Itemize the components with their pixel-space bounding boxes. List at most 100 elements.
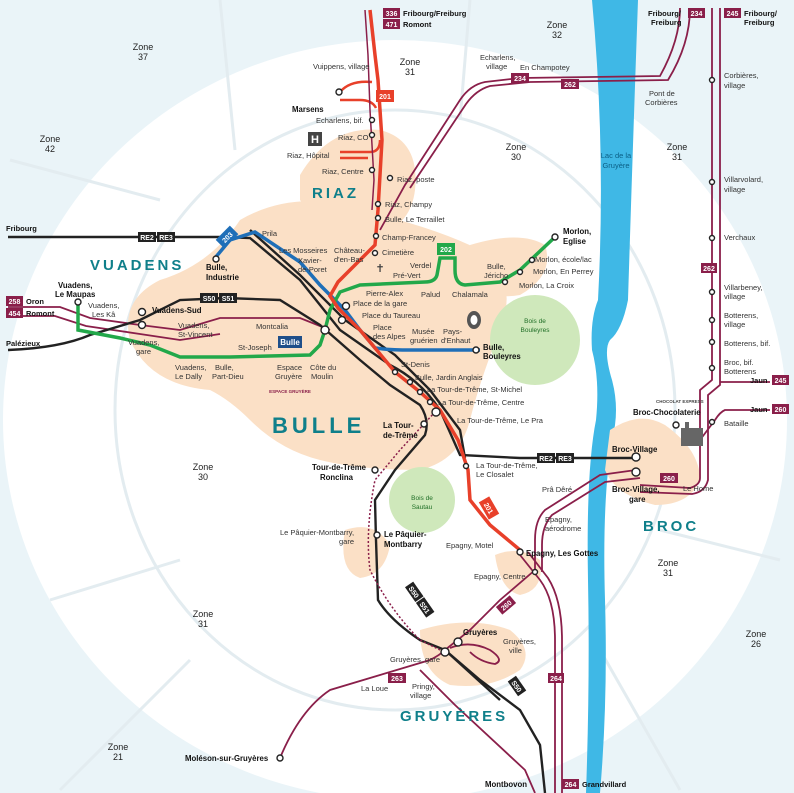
badge-260-broc[interactable] (660, 473, 678, 483)
label-st-joseph[interactable]: St-Joseph (238, 343, 272, 352)
badge-202[interactable] (437, 243, 455, 255)
badge-re3-west[interactable] (157, 232, 175, 242)
terminal-fribourg-234-b[interactable]: Freiburg (651, 18, 682, 27)
station-dot-riaz-poste[interactable] (386, 174, 394, 182)
label-broc-chocolaterie[interactable]: Broc-Chocolaterie (633, 408, 701, 417)
badge-454[interactable] (6, 308, 23, 318)
label-riaz-co[interactable]: Riaz, CO (338, 133, 369, 142)
label-pre-vert[interactable]: Pré-Vert (393, 271, 421, 280)
label-paquier-b[interactable]: Montbarry (384, 540, 423, 549)
label-pra-dere[interactable]: Prâ Dêré (542, 485, 572, 494)
label-morlon-ecole[interactable]: Morlon, école/lac (535, 255, 592, 264)
label-morlon-perrey[interactable]: Morlon, En Perrey (533, 267, 594, 276)
badge-264-mid[interactable] (548, 673, 564, 683)
label-chateau-bas-a[interactable]: Château- (334, 246, 365, 255)
label-xavier-poret-a[interactable]: Xavier- (298, 256, 322, 265)
bulle-hub-box[interactable] (278, 336, 302, 348)
label-gruyeres-ville-a[interactable]: Gruyères, (503, 637, 536, 646)
label-gruyeres-ville-b[interactable]: ville (509, 646, 522, 655)
label-ttr-centre[interactable]: La Tour-de-Trême, Centre (438, 398, 524, 407)
label-champ-francey[interactable]: Champ-Francey (382, 233, 436, 242)
label-pringy-b[interactable]: village (410, 691, 431, 700)
station-dot-botterens-bif[interactable] (708, 338, 716, 346)
station-dot-gruyeres-gare[interactable] (440, 647, 450, 657)
label-cote-moulin-b[interactable]: Moulin (311, 372, 333, 381)
badge-234-mid[interactable] (511, 73, 529, 83)
label-bulle-bouleyres-b[interactable]: Bouleyres (483, 352, 521, 361)
label-bulle-jericho-a[interactable]: Bulle, (487, 262, 506, 271)
label-villarvolard-a[interactable]: Villarvolard, (724, 175, 763, 184)
station-dot-morlon-eglise[interactable] (551, 233, 559, 241)
terminal-fribourg-245-b[interactable]: Freiburg (744, 18, 775, 27)
station-dot-paquier[interactable] (373, 531, 381, 539)
badge-s50-s51-south[interactable]: S50 S51 (405, 581, 435, 618)
label-corbieres-b[interactable]: village (724, 81, 745, 90)
station-dot-riaz-centre[interactable] (368, 166, 376, 174)
station-dot-vuadens-maupas[interactable] (74, 298, 82, 306)
label-vuadens-stvincent-b[interactable]: St-Vincent (178, 330, 213, 339)
label-vuadens-sud[interactable]: Vuadens-Sud (152, 306, 202, 315)
label-espace-gruyere-b[interactable]: Gruyère (275, 372, 302, 381)
terminal-romont-left[interactable]: Romont (26, 309, 55, 318)
station-dot-ttr-centre[interactable] (426, 398, 434, 406)
label-villarbeney-b[interactable]: village (724, 292, 745, 301)
label-st-denis[interactable]: St-Denis (401, 360, 430, 369)
label-botterens-bif[interactable]: Botterens, bif. (724, 339, 770, 348)
terminal-jaun-260[interactable]: Jaun (750, 405, 768, 414)
label-ttr-pra[interactable]: La Tour-de-Trême, Le Pra (457, 416, 544, 425)
terminal-oron[interactable]: Oron (26, 297, 44, 306)
label-ttr-closalet-a[interactable]: La Tour-de-Trême, (476, 461, 538, 470)
label-epagny-centre[interactable]: Epagny, Centre (474, 572, 526, 581)
label-epagny-motel[interactable]: Epagny, Motel (446, 541, 494, 550)
station-dot-bulle-industrie[interactable] (212, 255, 220, 263)
label-paquier-a[interactable]: Le Pâquier- (384, 530, 427, 539)
label-pringy-a[interactable]: Pringy, (412, 682, 435, 691)
label-le-home[interactable]: Le Home (683, 484, 713, 493)
label-vuadens-gare-a[interactable]: Vuadens, (128, 338, 159, 347)
station-dot-place-gare[interactable] (341, 301, 351, 311)
badge-re3-east[interactable] (556, 453, 574, 463)
station-dot-epagny-centre[interactable] (531, 568, 539, 576)
label-riaz-champy[interactable]: Riaz, Champy (385, 200, 432, 209)
station-dot-riaz-champy[interactable] (374, 200, 382, 208)
station-dot-terraillet[interactable] (374, 214, 382, 222)
station-dot-broc-bif[interactable] (708, 364, 716, 372)
station-dot-vuadens-sud[interactable] (137, 307, 147, 317)
badge-260-jaun[interactable] (772, 404, 789, 414)
label-ttr-b[interactable]: de-Trême (383, 431, 418, 440)
station-dot-place-taureau[interactable] (337, 315, 347, 325)
label-gruyeres[interactable]: Gruyères (463, 628, 498, 637)
label-moleson[interactable]: Moléson-sur-Gruyères (185, 754, 269, 763)
station-dot-st-denis[interactable] (391, 368, 399, 376)
label-montcalia[interactable]: Montcalia (256, 322, 289, 331)
label-epagny-aero-a[interactable]: Epagny, (545, 515, 572, 524)
label-broc-village-gare-a[interactable]: Broc-Village, (612, 485, 660, 494)
station-dot-corbieres[interactable] (708, 76, 716, 84)
label-prila[interactable]: Prila (262, 229, 278, 238)
terminal-palezieux[interactable]: Palézieux (6, 339, 41, 348)
badge-336[interactable] (383, 8, 400, 18)
label-xavier-poret-b[interactable]: de-Poret (298, 265, 328, 274)
station-dot-gruyeres[interactable] (453, 637, 463, 647)
station-dot-vuadens-gare[interactable] (137, 320, 147, 330)
badge-245-jaun[interactable] (772, 375, 789, 385)
label-riaz-centre[interactable]: Riaz, Centre (322, 167, 364, 176)
station-dot-morlon-ecole[interactable] (528, 256, 536, 264)
badge-262-mid[interactable] (561, 79, 579, 89)
label-bulle-partdieu-b[interactable]: Part-Dieu (212, 372, 244, 381)
badge-re2-east[interactable] (537, 453, 555, 463)
label-echarlens-bif[interactable]: Echarlens, bif. (316, 116, 364, 125)
label-villarvolard-b[interactable]: village (724, 185, 745, 194)
badge-258[interactable] (6, 296, 23, 306)
label-place-alpes-b[interactable]: des Alpes (373, 332, 406, 341)
label-ttr-stmichel[interactable]: La Tour-de-Trême, St-Michel (427, 385, 522, 394)
station-dot-bataille[interactable] (708, 418, 716, 426)
station-dot-ronclina[interactable] (371, 466, 379, 474)
label-place-gare[interactable]: Place de la gare (353, 299, 407, 308)
station-dot-broc-village-gare[interactable] (631, 467, 641, 477)
label-vuadens-dally-a[interactable]: Vuadens, (175, 363, 206, 372)
station-dot-villarbeney[interactable] (708, 288, 716, 296)
badge-262-east[interactable] (701, 263, 717, 273)
station-dot-la-tour-de-treme[interactable] (420, 420, 428, 428)
label-la-loue[interactable]: La Loue (361, 684, 388, 693)
